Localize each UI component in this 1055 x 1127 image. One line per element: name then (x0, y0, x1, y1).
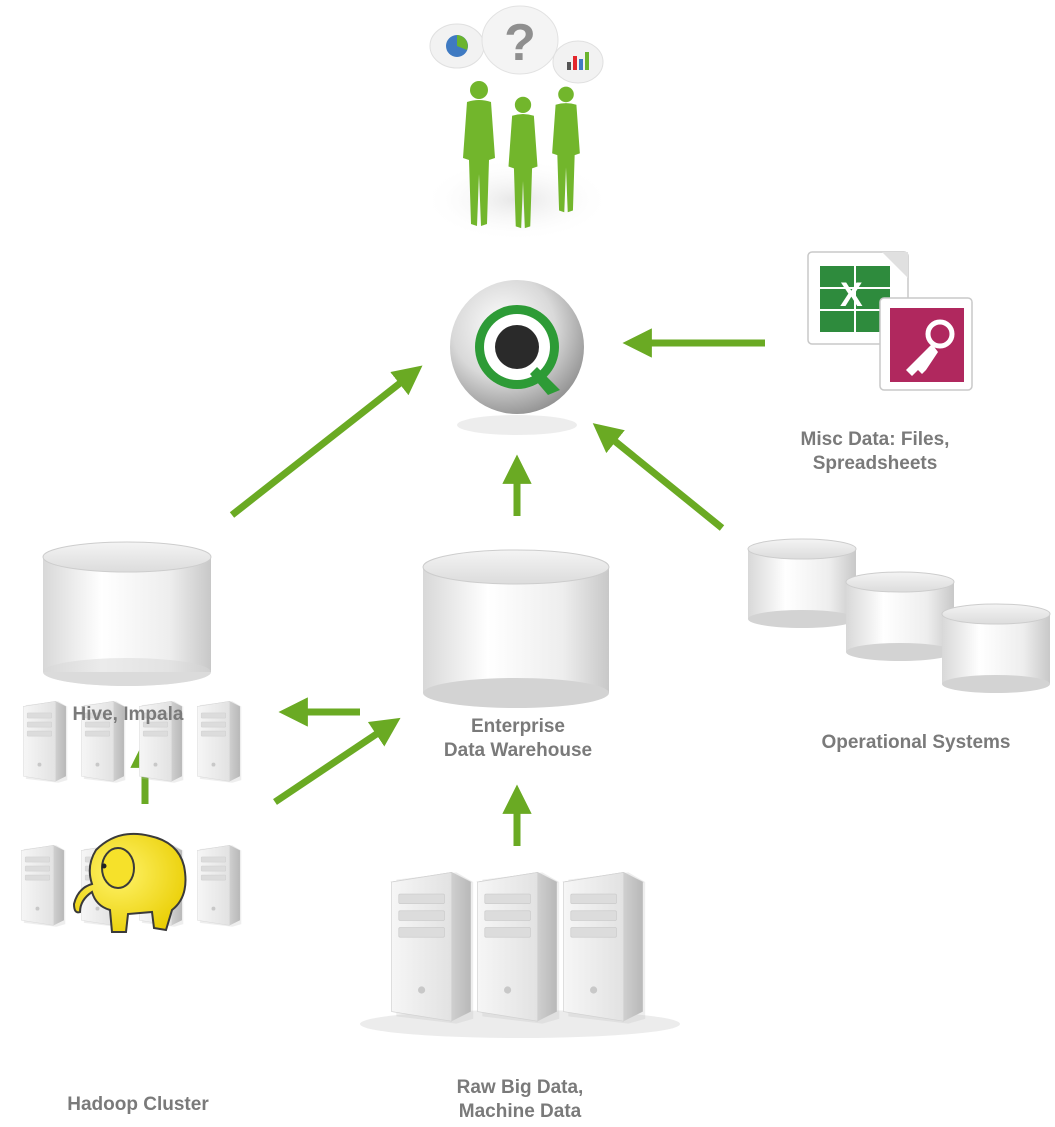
hadoop-cluster-icon (20, 700, 242, 933)
business-users-icon: ? (422, 5, 612, 242)
database-cylinder-icon (845, 571, 955, 661)
server-icon (196, 844, 242, 928)
database-cylinder-icon (747, 538, 857, 628)
arrow-hadoop-to-edw (273, 717, 401, 805)
speech-bubble-chart (552, 40, 604, 84)
server-icon (562, 871, 646, 1025)
hive-impala-database-icon (42, 541, 212, 686)
raw-big-data-servers-icon (360, 871, 680, 1038)
raw-big-data-label: Raw Big Data, Machine Data (456, 1077, 584, 1122)
hive-impala-label: Hive, Impala (72, 704, 184, 725)
flow-arrows (130, 328, 765, 846)
misc-data-label: Misc Data: Files, Spreadsheets (800, 429, 950, 474)
database-cylinder-icon (941, 603, 1051, 693)
operational-systems-label: Operational Systems (821, 732, 1011, 753)
hadoop-elephant-icon (72, 832, 187, 933)
svg-text:X: X (840, 276, 863, 314)
hadoop-cluster-label: Hadoop Cluster (67, 1094, 209, 1115)
operational-systems-database-icons (747, 538, 1051, 693)
server-icon (20, 844, 66, 928)
access-icon (879, 297, 973, 391)
speech-bubble-question: ? (481, 5, 559, 75)
excel-access-files-icon: X (807, 251, 973, 391)
qlikview-logo-icon (450, 280, 584, 435)
arrow-hive-to-qlik (229, 365, 423, 518)
svg-text:?: ? (504, 14, 536, 72)
server-icon (391, 871, 474, 1025)
server-icon (477, 871, 560, 1025)
enterprise-data-warehouse-label: Enterprise Data Warehouse (443, 716, 593, 761)
arrow-ops-to-qlik (592, 423, 725, 531)
enterprise-data-warehouse-database-icon (422, 549, 610, 708)
speech-bubble-pie (429, 23, 485, 69)
